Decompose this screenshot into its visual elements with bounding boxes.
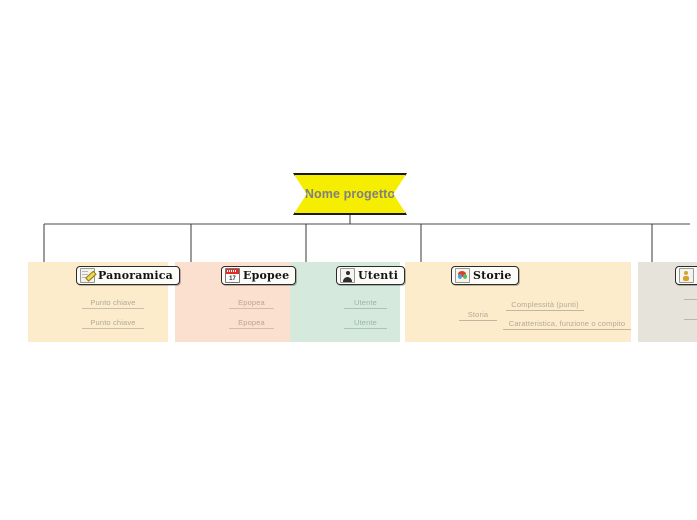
- node-clipped[interactable]: [675, 266, 697, 285]
- leaf-clipped-2[interactable]: [684, 318, 697, 320]
- calendar-header: [226, 269, 239, 274]
- leaf-clipped-1[interactable]: [684, 298, 697, 300]
- leaf-epopea-2[interactable]: Epopea: [229, 318, 274, 329]
- node-epopee[interactable]: 17 Epopee: [221, 266, 297, 285]
- leaf-storia[interactable]: Storia: [459, 310, 497, 321]
- leaf-complessita[interactable]: Complessità (punti): [506, 300, 584, 311]
- node-epopee-label: Epopee: [243, 269, 290, 282]
- node-panoramica[interactable]: Panoramica: [76, 266, 181, 285]
- node-storie-label: Storie: [473, 269, 512, 282]
- leaf-utente-1[interactable]: Utente: [344, 298, 387, 309]
- leaf-punto-chiave-2[interactable]: Punto chiave: [82, 318, 144, 329]
- leaf-epopea-1[interactable]: Epopea: [229, 298, 274, 309]
- node-storie[interactable]: Storie: [451, 266, 519, 285]
- leaf-utente-2[interactable]: Utente: [344, 318, 387, 329]
- user-bust-icon: [340, 268, 355, 283]
- root-node[interactable]: Nome progetto: [293, 173, 407, 215]
- generic-icon: [679, 268, 694, 283]
- node-utenti-label: Utenti: [358, 269, 399, 282]
- calendar-day: 17: [229, 276, 236, 282]
- memo-pencil-icon: [80, 268, 95, 283]
- leaf-caratteristica[interactable]: Caratteristica, funzione o compito: [503, 319, 631, 330]
- leaf-punto-chiave-1[interactable]: Punto chiave: [82, 298, 144, 309]
- flower-bouquet-icon: [455, 268, 470, 283]
- node-panoramica-label: Panoramica: [98, 269, 174, 282]
- root-node-label: Nome progetto: [304, 187, 396, 201]
- node-utenti[interactable]: Utenti: [336, 266, 406, 285]
- calendar-icon: 17: [225, 268, 240, 283]
